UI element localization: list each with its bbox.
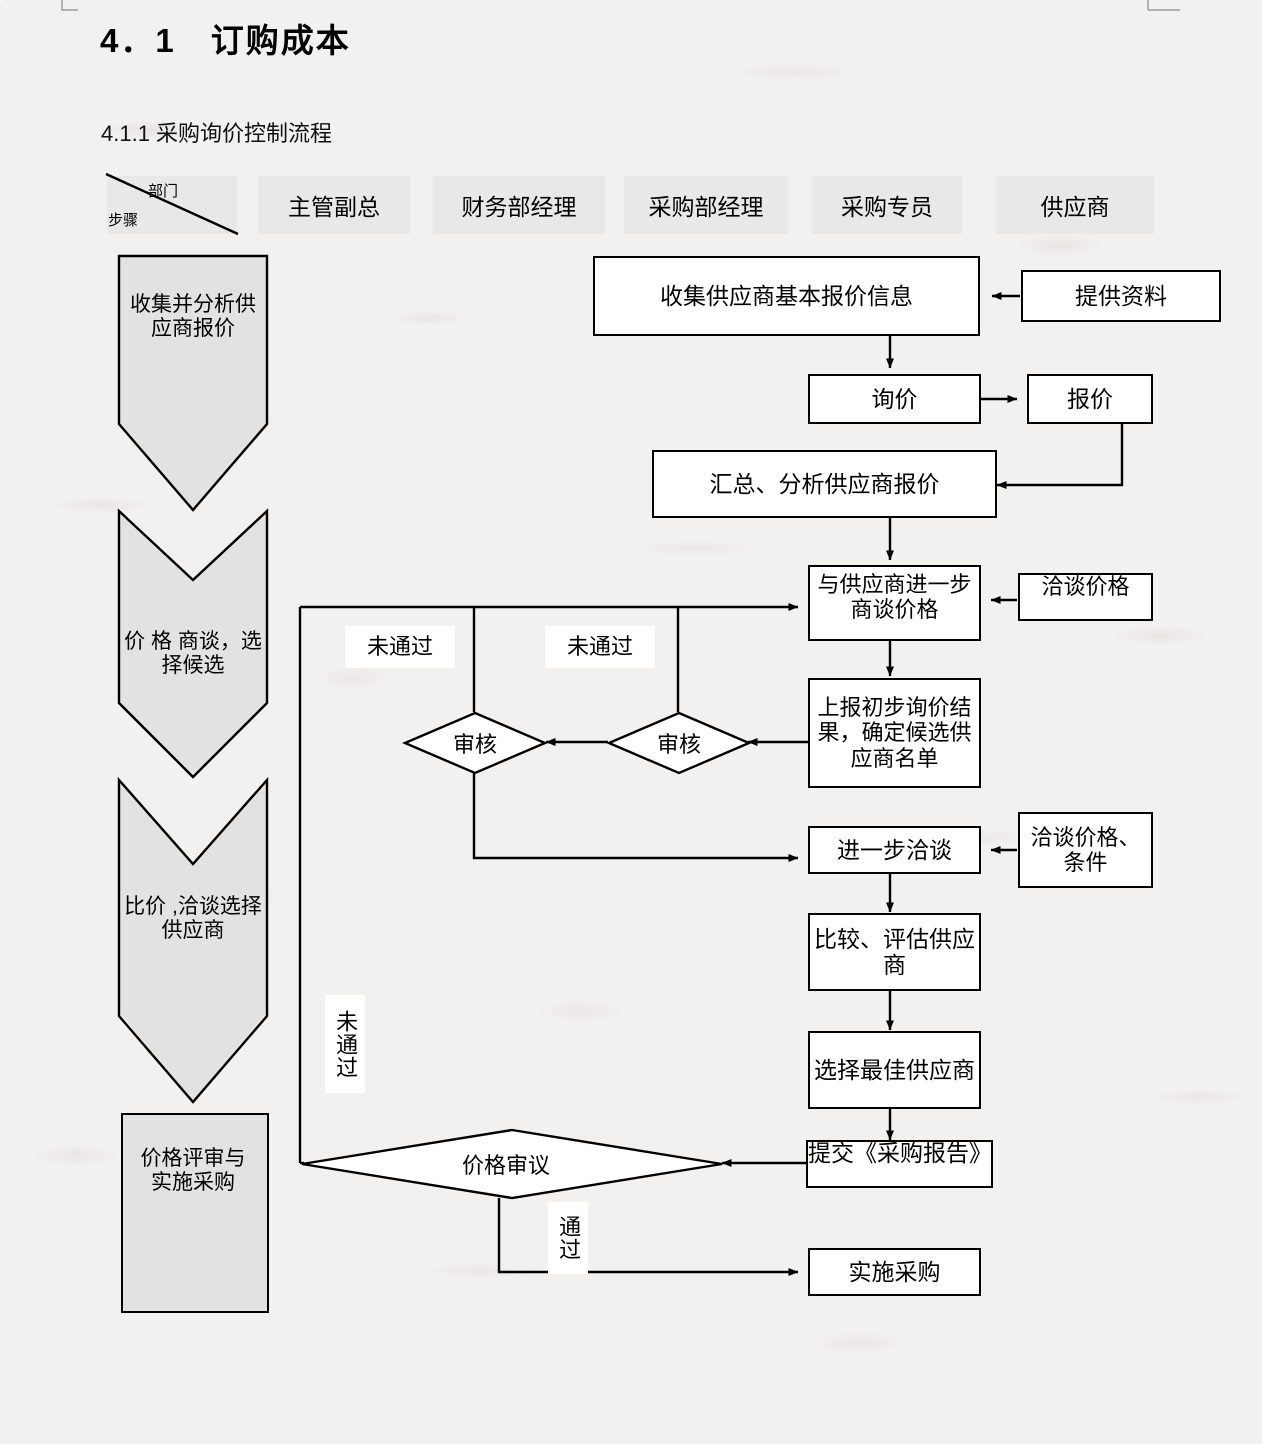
node-negotiate-terms-tag-label: 洽谈价格、条件 [1030, 824, 1141, 875]
node-report-candidates[interactable]: 上报初步询价结果，确定候选供应商名单 [808, 678, 981, 788]
decision-price-review[interactable]: 价格审议 [300, 1128, 724, 1200]
step-shape-4 [121, 1113, 269, 1313]
node-execute-purchase[interactable]: 实施采购 [808, 1248, 981, 1296]
edge-label-not-passed-3: 未通过 [325, 995, 365, 1093]
decision-review-b[interactable]: 审核 [605, 711, 753, 775]
section-title: 4.1.1 采购询价控制流程 [101, 121, 333, 146]
node-further-negotiate-label: 进一步洽谈 [837, 836, 952, 863]
node-summarize-analyze[interactable]: 汇总、分析供应商报价 [652, 450, 997, 518]
step-label-1: 收集并分析供应商报价 [130, 293, 256, 340]
node-summarize-analyze-label: 汇总、分析供应商报价 [709, 470, 940, 497]
node-execute-purchase-label: 实施采购 [848, 1258, 941, 1285]
node-negotiate-terms-tag[interactable]: 洽谈价格、条件 [1018, 812, 1153, 888]
node-provide-materials-label: 提供资料 [1075, 282, 1167, 309]
node-collect-quotes[interactable]: 收集供应商基本报价信息 [593, 256, 980, 336]
node-select-best-label: 选择最佳供应商 [814, 1056, 975, 1083]
column-header-supplier: 供应商 [996, 176, 1154, 234]
corner-diagonal-divider [105, 172, 239, 236]
corner-label-department: 部门 [148, 183, 179, 200]
edge-label-not-passed-2: 未通过 [545, 626, 655, 668]
step-label-2: 价 格 商谈，选择候选 [124, 630, 262, 677]
edge-label-passed: 通过 [548, 1202, 588, 1274]
node-submit-report-label: 提交《采购报告》 [808, 1140, 992, 1166]
corner-label-step: 步骤 [108, 212, 139, 229]
node-negotiate-price-tag-label: 洽谈价格 [1041, 574, 1130, 600]
node-negotiate-price[interactable]: 与供应商进一步商谈价格 [808, 565, 981, 641]
node-negotiate-price-label: 与供应商进一步商谈价格 [817, 571, 972, 622]
node-further-negotiate[interactable]: 进一步洽谈 [808, 826, 981, 874]
node-negotiate-price-tag[interactable]: 洽谈价格 [1018, 573, 1153, 621]
node-report-candidates-label: 上报初步询价结果，确定候选供应商名单 [817, 695, 972, 771]
column-header-finance-manager: 财务部经理 [433, 176, 605, 234]
column-header-vp: 主管副总 [258, 176, 410, 234]
column-header-buyer: 采购专员 [812, 176, 962, 234]
node-inquiry[interactable]: 询价 [808, 374, 981, 424]
step-label-3: 比价 ,洽谈选择供应商 [124, 895, 262, 942]
decision-review-a[interactable]: 审核 [401, 711, 549, 775]
decision-review-a-label: 审核 [452, 732, 497, 757]
node-compare-evaluate-label: 比较、评估供应商 [814, 925, 975, 978]
node-compare-evaluate[interactable]: 比较、评估供应商 [808, 913, 981, 991]
node-inquiry-label: 询价 [871, 385, 918, 412]
node-collect-quotes-label: 收集供应商基本报价信息 [660, 282, 913, 309]
decision-price-review-label: 价格审议 [461, 1153, 550, 1178]
decision-review-b-label: 审核 [656, 732, 701, 757]
page-title: 4．1 订购成本 [100, 22, 351, 59]
step-label-4: 价格评审与实施采购 [140, 1147, 246, 1194]
node-submit-report[interactable]: 提交《采购报告》 [806, 1140, 993, 1188]
node-select-best[interactable]: 选择最佳供应商 [808, 1031, 981, 1109]
edge-label-not-passed-1: 未通过 [345, 626, 455, 668]
node-quotation-label: 报价 [1067, 385, 1113, 412]
node-provide-materials[interactable]: 提供资料 [1021, 270, 1221, 322]
column-header-purchase-manager: 采购部经理 [624, 176, 788, 234]
node-quotation[interactable]: 报价 [1027, 374, 1153, 424]
